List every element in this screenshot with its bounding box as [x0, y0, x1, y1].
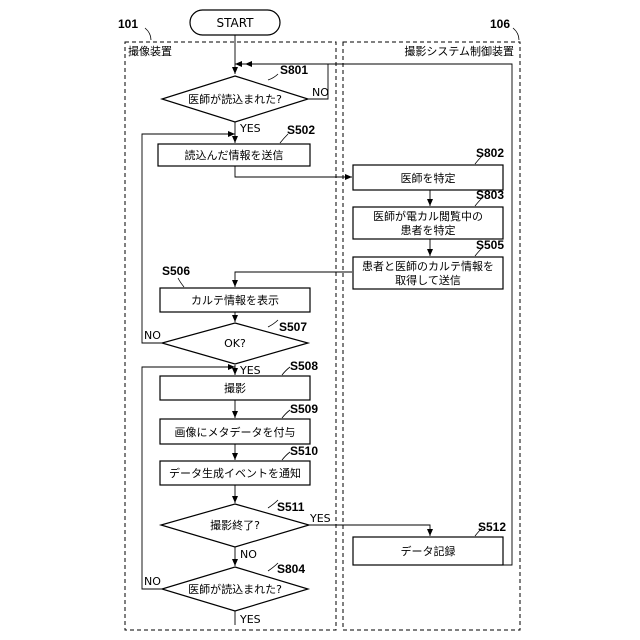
s507-yes-label: YES	[239, 364, 261, 377]
s509-step: S509	[290, 402, 318, 416]
s803-text-line2: 患者を特定	[401, 223, 456, 237]
arrow-s502-to-s802	[235, 166, 352, 177]
s804-step: S804	[277, 562, 305, 576]
start-label: START	[216, 16, 254, 30]
arrow-s511-yes-to-s512	[309, 525, 430, 536]
s511-yes-label: YES	[309, 512, 331, 525]
ref-106-leader	[513, 28, 519, 40]
imaging-device-title: 撮像装置	[128, 44, 172, 58]
s509-leader	[282, 410, 290, 418]
s505-text-line1: 患者と医師のカルテ情報を	[362, 260, 494, 273]
s804-yes-label: YES	[239, 613, 261, 626]
s506-step: S506	[162, 264, 190, 278]
s803-step: S803	[476, 188, 504, 202]
s511-text: 撮影終了?	[210, 518, 260, 532]
s507-no-label: NO	[144, 329, 161, 342]
control-device-title: 撮影システム制御装置	[404, 44, 514, 58]
s804-no-label: NO	[144, 575, 161, 588]
s508-step: S508	[290, 359, 318, 373]
s512-text: データ記録	[401, 544, 456, 558]
s801-step: S801	[280, 63, 308, 77]
s801-text: 医師が読込まれた?	[188, 92, 282, 106]
s510-step: S510	[290, 444, 318, 458]
s801-leader	[268, 74, 278, 80]
s507-leader	[268, 320, 278, 327]
s511-step: S511	[277, 500, 305, 514]
s510-leader	[282, 452, 290, 460]
s509-text: 画像にメタデータを付与	[175, 425, 296, 439]
s502-step: S502	[287, 123, 315, 137]
s507-step: S507	[279, 320, 307, 334]
s505-text-line2: 取得して送信	[395, 273, 461, 287]
s508-text: 撮影	[224, 381, 246, 395]
arrow-s512-to-s801	[245, 64, 512, 565]
s512-step: S512	[478, 520, 506, 534]
s511-no-label: NO	[240, 548, 257, 561]
s802-step: S802	[476, 146, 504, 160]
s803-text-line1: 医師が電カル閲覧中の	[373, 209, 483, 223]
s801-no-label: NO	[312, 86, 329, 99]
s508-leader	[282, 367, 290, 375]
ref-101-label: 101	[118, 17, 138, 31]
s506-text: カルテ情報を表示	[191, 293, 279, 307]
ref-106-label: 106	[490, 17, 510, 31]
s804-text: 医師が読込まれた?	[188, 582, 282, 596]
s802-text: 医師を特定	[401, 171, 456, 185]
s507-text: OK?	[224, 337, 246, 350]
s801-yes-label: YES	[239, 122, 261, 135]
ref-101-leader	[145, 28, 151, 40]
s505-step: S505	[476, 238, 504, 252]
s502-text: 読込んだ情報を送信	[185, 148, 284, 162]
s510-text: データ生成イベントを通知	[169, 466, 301, 480]
arrow-s505-to-s506	[235, 272, 352, 287]
s506-leader	[178, 278, 184, 287]
